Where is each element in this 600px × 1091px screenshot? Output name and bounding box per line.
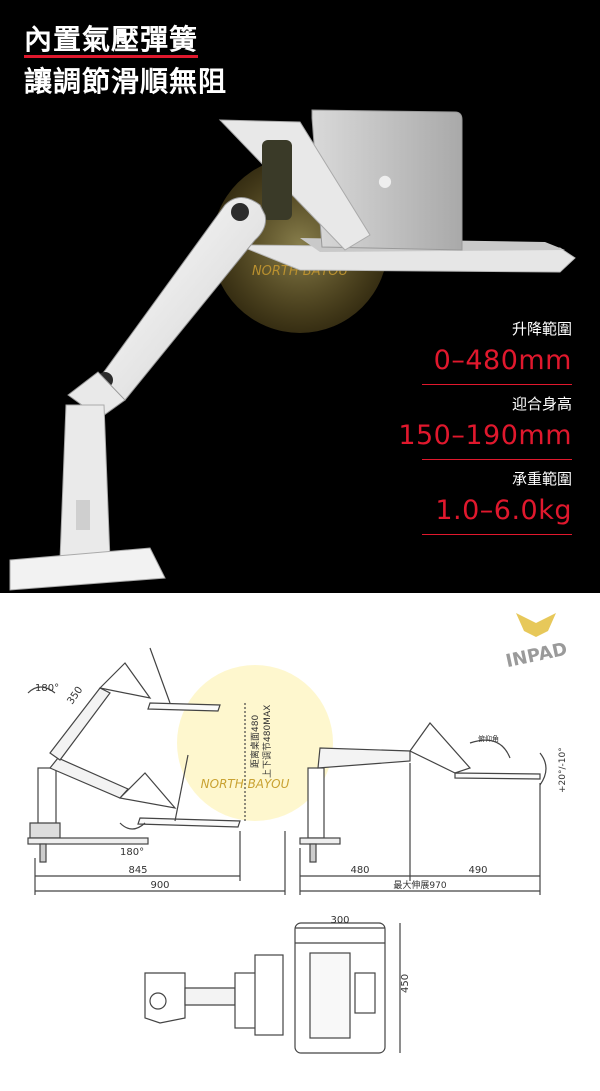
tray-right [454, 772, 541, 780]
spec-lift-range-value: 0–480mm [433, 345, 572, 376]
top-clamp-knob [149, 992, 167, 1010]
clamp-screw [39, 843, 47, 863]
max-extension-label: 最大伸展970 [393, 879, 446, 891]
spec-load-value: 1.0–6.0kg [435, 495, 572, 526]
spec-lift-range: 升降範圍 0–480mm [392, 320, 572, 385]
technical-drawing: INPAD NORTH BAYOU 180° 180° 350 距离桌面480 … [0, 593, 600, 1091]
hero-panel: 內置氣壓彈簧 讓調節滑順無阻 NORTH BAYOU ● [0, 0, 600, 593]
spec-height-label: 迎合身高 [511, 395, 572, 413]
pole [59, 404, 111, 561]
spec-load: 承重範圍 1.0–6.0kg [392, 470, 572, 535]
dim-350: 350 [65, 685, 85, 707]
base [9, 547, 166, 591]
top-keyboard [309, 952, 351, 1039]
desk-edge-right [299, 837, 341, 845]
spec-divider [422, 384, 572, 385]
spec-divider [422, 459, 572, 460]
drawing-svg: NORTH BAYOU 180° 180° 350 距离桌面480 上下调节48… [27, 647, 568, 1054]
tray-mid [147, 702, 221, 712]
tilt-label: 俯仰角 [478, 734, 499, 743]
holder-low [118, 772, 177, 809]
product-illustration: NORTH BAYOU ● [9, 109, 576, 591]
clamp-base [29, 822, 61, 839]
rotation-arc-bottom [119, 822, 146, 830]
rotation-bottom-label: 180° [120, 847, 144, 858]
watermark-circle [177, 665, 333, 821]
hero-title-line1: 內置氣壓彈簧 [24, 23, 199, 56]
desk-edge [27, 837, 149, 845]
height-note-2: 上下调节480MAX [262, 705, 273, 778]
tilt-arc [469, 739, 511, 759]
top-holder-inner [254, 954, 284, 1036]
apple-logo-icon: ● [378, 171, 392, 190]
clamp-screw-right [309, 843, 317, 863]
pole-panel [76, 500, 90, 530]
tablet-holder [218, 119, 371, 251]
dim-480-label: 480 [350, 865, 369, 876]
hero-title: 內置氣壓彈簧 讓調節滑順無阻 [24, 20, 227, 102]
arm-right [317, 747, 411, 769]
height-note-1: 距离桌面480 [249, 715, 261, 768]
spec-height: 迎合身高 150–190mm [392, 395, 572, 460]
rotation-top-label: 180° [35, 683, 59, 694]
arm-mid [49, 687, 111, 761]
inpad-logo-mark [516, 613, 556, 637]
spec-height-value: 150–190mm [398, 420, 572, 451]
inpad-logo: INPAD [504, 613, 569, 669]
spec-lift-range-label: 升降範圍 [511, 320, 572, 338]
top-touchpad [354, 972, 376, 1014]
dim-900-label: 900 [150, 880, 169, 891]
arm-low [49, 757, 129, 799]
clamp-right [307, 767, 325, 839]
dim-490-label: 490 [468, 865, 487, 876]
laptop-mid [149, 647, 171, 704]
joint-top [231, 203, 249, 221]
laptop-low [174, 754, 189, 822]
tilt-range-label: +20°/-10° [558, 747, 568, 793]
holder-right [409, 722, 472, 774]
holder-mid [98, 662, 152, 699]
tilt-arc-outer [539, 752, 547, 786]
dim-300-label: 300 [330, 915, 349, 926]
tilt-joint [262, 140, 292, 220]
rotation-arc-top [27, 686, 56, 694]
spec-divider [422, 534, 572, 535]
dim-450-label: 450 [400, 974, 411, 993]
tray-low [137, 817, 241, 828]
inpad-logo-text: INPAD [504, 639, 569, 669]
top-arm [184, 987, 236, 1006]
dim-845-label: 845 [128, 865, 147, 876]
spec-load-label: 承重範圍 [511, 470, 572, 488]
hero-title-line2: 讓調節滑順無阻 [24, 65, 228, 98]
